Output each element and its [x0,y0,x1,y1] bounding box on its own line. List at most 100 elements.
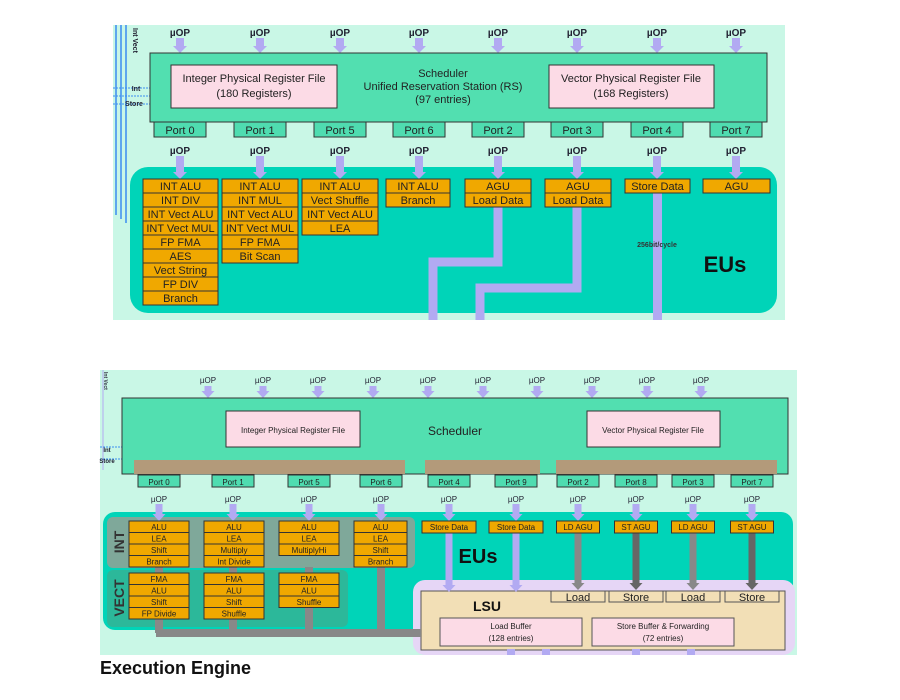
side-label-store: Store [125,101,143,108]
arrow-head-icon [745,514,759,521]
port-label: Port 9 [505,478,527,487]
uop-label: µOP [301,495,317,504]
arrow-shaft [697,386,705,392]
agu-arrow [686,533,700,590]
int-group-label: INT [111,530,127,553]
arrow-shaft [305,504,313,515]
execution-unit-label: FP Divide [142,610,177,619]
port-label: Port 0 [148,478,170,487]
port-box [153,121,207,138]
arrow-shaft [314,386,322,392]
uop-arrow [374,504,388,521]
arrow-head-icon [302,514,316,521]
uop-arrow [333,156,347,179]
execution-unit-label: Multiply [220,546,247,555]
uop-label: µOP [508,495,524,504]
arrow-head-icon [442,585,456,592]
execution-unit-label: Branch [368,558,393,567]
execution-unit-label: Branch [401,195,436,207]
execution-unit-label: Store Data [631,181,684,193]
arrow-shaft [632,504,640,515]
uop-label: µOP [475,376,491,385]
port-box [359,474,403,488]
port-box [287,474,331,488]
arrow-shaft [512,504,520,515]
side-label-int-vect: Int Vect [131,28,138,54]
arrow-head-icon [421,391,435,398]
uop-arrow [570,156,584,179]
port-label: Port 3 [562,125,591,137]
arrow-head-icon [333,46,347,53]
arrow-shaft [653,38,661,47]
execution-unit-label: Load Data [553,195,605,207]
uop-label: µOP [170,146,191,157]
execution-unit-label: FP FMA [240,237,281,249]
arrow-shaft [689,533,697,584]
uop-arrow [311,386,325,398]
execution-unit-label: AGU [486,181,510,193]
execution-unit-label: INT Vect MUL [146,223,214,235]
uop-arrow [629,504,643,521]
port-dispatch-bar [425,460,540,474]
uop-arrow [173,156,187,179]
uop-label: µOP [250,28,271,39]
execution-unit-label: FMA [151,575,169,584]
uop-arrow [421,386,435,398]
arrow-head-icon [333,172,347,179]
arrow-head-icon [173,46,187,53]
port-label: Port 3 [682,478,704,487]
execution-unit-label: Branch [146,558,171,567]
result-bus-line [377,567,385,633]
arrow-head-icon [629,583,643,590]
uop-label: µOP [488,146,509,157]
uop-label: µOP [365,376,381,385]
execution-unit-label: ST AGU [621,523,650,532]
vector-register-file-box [586,410,721,448]
side-label-store: Store [99,459,115,465]
port-dispatch-bar [134,460,405,474]
port-box [550,121,604,138]
arrow-head-icon [476,391,490,398]
side-label-int-vect: Int Vect [102,372,108,390]
arrow-head-icon [412,46,426,53]
arrow-shaft [689,504,697,515]
execution-unit-box [614,520,658,534]
execution-unit-box [278,595,340,608]
side-label-int: Int [132,86,141,93]
uop-arrow [585,386,599,398]
arrow-head-icon [509,514,523,521]
execution-unit-label: INT ALU [397,181,438,193]
port-box [137,474,181,488]
uop-label: µOP [726,146,747,157]
arrow-shaft [732,156,740,173]
port-box [211,474,255,488]
arrow-shaft [415,38,423,47]
uop-label: µOP [488,28,509,39]
uop-label: µOP [330,146,351,157]
execution-unit-label: LD AGU [563,523,593,532]
integer-register-file-detail: (180 Registers) [216,88,291,100]
lsu-port-label: Store [623,592,649,604]
uop-arrow [686,504,700,521]
execution-unit-label: FP DIV [163,279,199,291]
port-box [427,474,471,488]
uop-label: µOP [570,495,586,504]
arrow-shaft [494,156,502,173]
arrow-shaft [494,38,502,47]
port-box [671,474,715,488]
lsu-title: LSU [473,598,501,614]
side-label-int: Int [103,448,110,454]
port-box [709,121,763,138]
port-label: Port 1 [222,478,244,487]
execution-unit-label: INT Vect ALU [227,209,293,221]
uop-arrow [253,38,267,53]
execution-unit-label: Shift [151,546,168,555]
execution-unit-label: FMA [301,575,319,584]
port-label: Port 6 [370,478,392,487]
arrow-shaft [256,38,264,47]
arrow-shaft [533,386,541,392]
arrow-head-icon [374,514,388,521]
execution-unit-box [278,543,340,556]
execution-unit-box [142,290,219,306]
arrow-shaft [176,38,184,47]
